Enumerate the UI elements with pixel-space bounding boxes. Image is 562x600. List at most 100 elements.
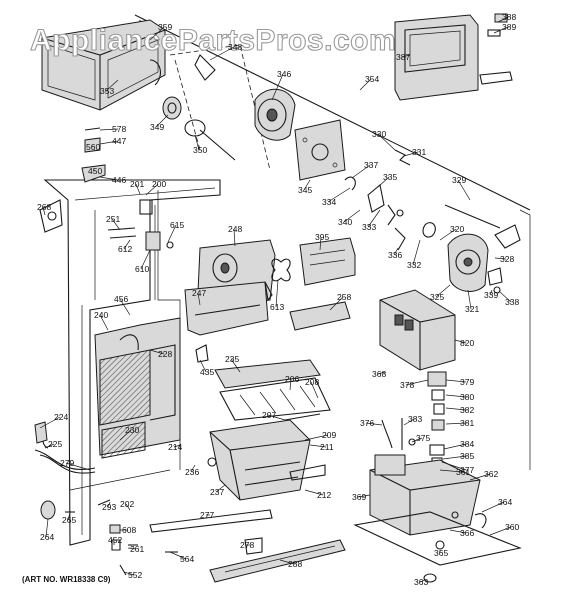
callout-leader <box>493 26 509 34</box>
auger-motor-assembly <box>162 54 296 161</box>
callout-label: 230 <box>125 425 139 435</box>
callout-leader <box>145 183 159 196</box>
callout-label: 379 <box>460 377 474 387</box>
callout-label: 820 <box>460 338 474 348</box>
callout-label: 258 <box>337 292 351 302</box>
callout-label: 376 <box>360 418 374 428</box>
callout-label: 339 <box>484 290 498 300</box>
callout-label: 375 <box>416 433 430 443</box>
callout-leader <box>45 518 49 538</box>
callout-label: 325 <box>430 292 444 302</box>
callout-label: 320 <box>450 224 464 234</box>
callout-label: 264 <box>40 532 54 542</box>
callout-leader <box>405 379 429 386</box>
callout-leader <box>155 114 169 128</box>
callout-label: 610 <box>135 264 149 274</box>
callout-leader <box>99 128 119 131</box>
callout-leader <box>135 183 141 195</box>
callout-label: 225 <box>48 439 62 449</box>
callout-leader <box>99 140 119 145</box>
art-number: (ART NO. WR18338 C9) <box>22 575 111 584</box>
callout-leader <box>303 179 311 191</box>
callout-leader <box>197 292 201 306</box>
callout-label: 333 <box>362 222 376 232</box>
callout-label: 335 <box>383 172 397 182</box>
callout-leader <box>351 164 371 179</box>
callout-leader <box>67 512 71 521</box>
callout-leader <box>309 444 327 448</box>
callout-leader <box>310 381 319 399</box>
callout-label: 334 <box>322 197 336 207</box>
callout-label: 612 <box>118 244 132 254</box>
callout-label: 336 <box>388 250 402 260</box>
callout-leader <box>367 209 381 228</box>
callout-leader <box>99 314 109 331</box>
callout-label: 248 <box>228 224 242 234</box>
callout-label: 332 <box>407 260 421 270</box>
callout-leader <box>167 224 177 243</box>
callout-leader <box>411 437 423 443</box>
callout-label: 340 <box>338 217 352 227</box>
callout-leader <box>445 394 467 398</box>
callout-label: 353 <box>100 86 114 96</box>
callout-leader <box>230 358 241 373</box>
callout-label: 330 <box>372 129 386 139</box>
crisper-pan <box>207 419 326 501</box>
callout-label: 265 <box>62 515 76 525</box>
callout-leader <box>93 169 96 172</box>
callout-leader <box>454 339 467 344</box>
callout-leader <box>403 418 415 426</box>
callout-leader <box>233 228 236 247</box>
machine-compartment <box>353 454 522 566</box>
callout-leader <box>271 73 284 101</box>
evaporator <box>94 317 181 459</box>
callout-label: 240 <box>94 310 108 320</box>
callout-leader <box>403 151 419 157</box>
callout-leader <box>443 443 467 450</box>
callout-label: 359 <box>158 22 172 32</box>
callout-label: 346 <box>277 69 291 79</box>
callout-label: 278 <box>240 540 254 550</box>
callout-label: 212 <box>317 490 331 500</box>
callout-label: 321 <box>465 304 479 314</box>
small-parts <box>39 127 178 576</box>
callout-label: 202 <box>120 499 134 509</box>
callout-leader <box>99 176 119 181</box>
callout-leader <box>499 291 512 303</box>
callout-label: 560 <box>86 142 100 152</box>
callout-leader <box>457 179 471 201</box>
callout-leader <box>343 209 361 223</box>
callout-leader <box>190 464 196 473</box>
callout-label: 288 <box>288 559 302 569</box>
callout-leader <box>209 46 235 61</box>
callout-label: 337 <box>364 160 378 170</box>
callout-label: 608 <box>122 525 136 535</box>
callout-label: 206 <box>285 374 299 384</box>
callout-label: 384 <box>460 439 474 449</box>
callout-leader <box>467 289 472 310</box>
callout-leader <box>377 176 390 188</box>
callout-label: 564 <box>180 554 194 564</box>
callout-leader <box>489 289 493 296</box>
callout-leader <box>119 429 132 441</box>
callout-leader <box>169 551 187 560</box>
base-grille <box>149 509 437 583</box>
panels <box>289 237 356 331</box>
callout-leader <box>442 455 467 460</box>
callout-leader <box>42 206 46 216</box>
callout-label: 293 <box>102 502 116 512</box>
callout-label: 446 <box>112 175 126 185</box>
callout-leader <box>489 526 512 536</box>
callout-label: 331 <box>412 147 426 157</box>
callout-label: 268 <box>37 202 51 212</box>
callout-leader <box>107 501 111 508</box>
callout-label: 360 <box>505 522 519 532</box>
callout-leader <box>441 461 467 471</box>
callout-leader <box>289 378 292 391</box>
callout-leader <box>481 501 505 513</box>
callout-label: 369 <box>352 492 366 502</box>
fan-blade <box>271 258 291 282</box>
callout-label: 350 <box>193 145 207 155</box>
callout-label: 251 <box>106 214 120 224</box>
callout-leader <box>304 489 324 496</box>
